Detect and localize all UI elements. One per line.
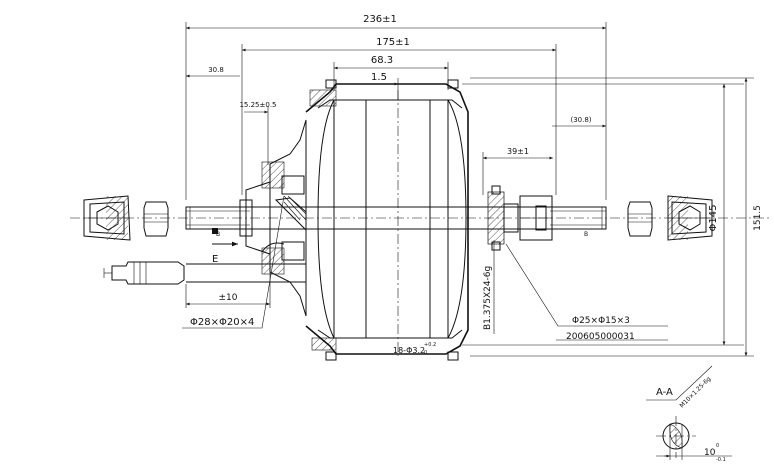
thread-label: M10×1.25-6g	[678, 375, 712, 409]
holes-tol-bot: 0	[424, 350, 427, 356]
dimension-left-30-8: 30.8	[186, 66, 240, 78]
b-label-right: B	[584, 231, 588, 238]
section-label: A-A	[656, 387, 673, 398]
dimension-right-30-8: (30.8)	[552, 116, 606, 128]
section-a-a-view: A-A M10×1.25-6g 10 0 -0.1	[646, 365, 732, 463]
direction-indicator: E	[212, 228, 238, 265]
left-axle-nut	[83, 195, 131, 241]
right-bearing-assembly	[487, 185, 553, 251]
right-washer	[627, 201, 653, 237]
dimension-1-5: 1.5	[362, 72, 399, 100]
cable-spec-label: Φ28×Φ20×4	[190, 317, 254, 328]
hole-spec-label: Φ25×Φ15×3	[572, 316, 630, 326]
dim-text-236: 236±1	[363, 14, 397, 25]
cable-spec-callout: Φ28×Φ20×4	[182, 195, 285, 329]
bearing-callout: B1.375X24-6g	[483, 240, 495, 334]
dim-text-1-5: 1.5	[371, 72, 387, 83]
dim-text-175: 175±1	[376, 37, 410, 48]
dimension-overall-236: 236±1	[185, 14, 607, 200]
holes-callout: 18-Φ3.2 +0.2 0	[392, 342, 438, 356]
bearing-label: B1.375X24-6g	[483, 266, 493, 330]
dim-text-10: 10	[704, 448, 716, 458]
dim-text-left-30-8: 30.8	[208, 66, 224, 74]
dimension-width-175: 175±1	[241, 37, 557, 195]
holes-tol-top: +0.2	[424, 342, 436, 348]
dim-10-tol-top: 0	[716, 443, 719, 449]
hole-spec-callout: Φ25×Φ15×3 200605000031	[505, 243, 668, 342]
b-label-left: B	[216, 231, 220, 238]
dimension-39: 39±1	[482, 147, 553, 195]
dim-text-right-30-8: (30.8)	[570, 116, 591, 124]
part-number-label: 200605000031	[566, 332, 635, 342]
dim-text-pm-10: ±10	[219, 293, 238, 303]
dim-text-39: 39±1	[507, 147, 529, 156]
dim-text-15-25: 15.25±0.5	[239, 101, 276, 109]
left-washer	[143, 201, 169, 237]
motor-cable	[103, 261, 306, 285]
holes-label: 18-Φ3.2	[393, 346, 425, 355]
direction-label-e: E	[212, 254, 218, 265]
dimension-151-5: 151.5	[470, 77, 763, 357]
dimension-pm-10: ±10	[185, 260, 271, 308]
dimension-15-25: 15.25±0.5	[239, 101, 277, 165]
hub-shell	[305, 79, 469, 361]
dim-text-68-3: 68.3	[371, 55, 393, 66]
axle-shaft	[185, 206, 607, 230]
right-axle-nut	[667, 195, 713, 241]
dim-10-tol-bot: -0.1	[716, 457, 726, 463]
